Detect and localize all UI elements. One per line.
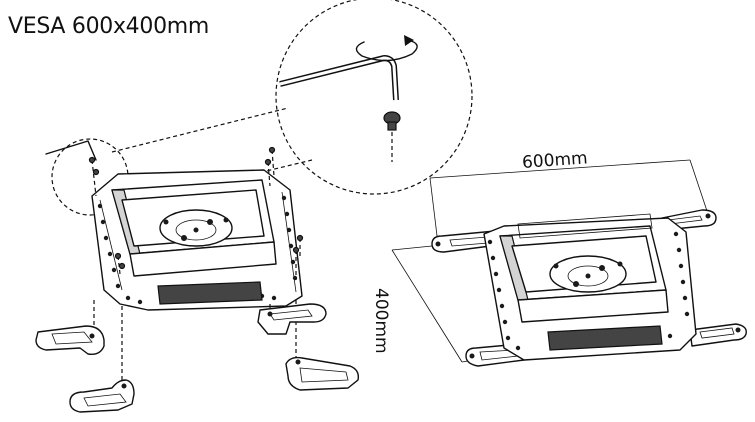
assembled-mount: 600mm 400mm <box>371 148 747 367</box>
box-front-left <box>129 241 277 277</box>
plate-rail-left <box>99 199 123 291</box>
dim-ext-top <box>391 245 433 251</box>
foot-arm-4 <box>285 356 360 391</box>
exploded-assembly <box>35 107 360 413</box>
rotate-arrow-icon <box>355 39 418 62</box>
screw-body-icon <box>387 121 397 131</box>
box-bottom-shadow-left <box>157 281 263 305</box>
arm-bottom-right <box>689 323 747 347</box>
box-top-lip-right <box>517 213 653 239</box>
dim-line-height <box>391 249 463 363</box>
plate-holes-left <box>97 195 298 305</box>
foot-arm-2 <box>69 379 135 413</box>
dim-line-width <box>429 159 691 179</box>
center-disc-inner-right <box>567 265 609 287</box>
vesa-title: VESA 600x400mm <box>8 14 210 39</box>
dim-ext-right <box>689 159 709 215</box>
dim-label-height: 400mm <box>371 288 391 354</box>
box-front-right <box>517 289 669 323</box>
detail-callout <box>275 0 473 195</box>
allen-key-small-icon <box>45 140 97 161</box>
screws-top-left <box>88 146 304 280</box>
box-bottom-shadow-right <box>547 325 663 351</box>
plate-rail-right <box>281 191 297 293</box>
callout-leader-top <box>111 107 289 153</box>
center-disc-inner-left <box>175 219 217 241</box>
rotate-arrowhead-icon <box>404 35 414 46</box>
dim-label-width: 600mm <box>521 148 588 173</box>
dim-ext-left <box>429 177 439 245</box>
foot-arm-3 <box>257 303 327 335</box>
detail-large-circle <box>275 0 473 195</box>
foot-arm-1 <box>35 325 105 356</box>
